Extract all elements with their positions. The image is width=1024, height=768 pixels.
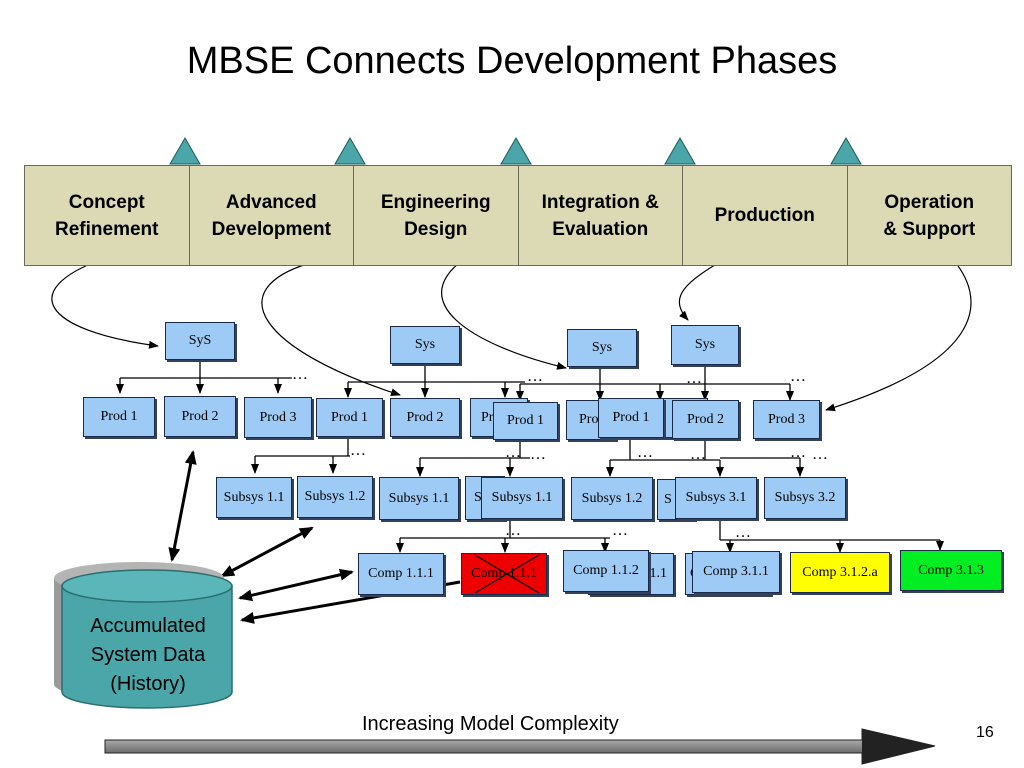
ellipsis: … (527, 368, 544, 385)
db-link-arrow (220, 526, 314, 578)
database-icon (54, 562, 233, 709)
complexity-label: Increasing Model Complexity (362, 713, 619, 735)
product-box: Prod 1 (83, 397, 155, 437)
ellipsis: … (292, 366, 309, 383)
system-box: SyS (165, 322, 235, 360)
ellipsis: … (790, 444, 807, 461)
subsystem-box: Subsys 3.2 (764, 477, 846, 519)
ellipsis: … (686, 370, 703, 387)
phase-production: Production (683, 166, 848, 265)
phase-operation-support: Operation & Support (883, 191, 976, 240)
ellipsis: … (505, 444, 522, 461)
ellipsis: … (812, 446, 829, 463)
product-box: Prod 2 (390, 398, 460, 437)
product-box: Prod 1 (316, 398, 383, 437)
product-box: Prod 3 (244, 397, 312, 438)
phase-arrow (51, 259, 159, 349)
product-box: Prod 3 (753, 400, 820, 439)
component-box-obsolete: Comp 1.1.1 (461, 553, 547, 595)
subsystem-box: Subsys 1.1 (481, 477, 563, 519)
component-box-new: Comp 3.1.2.a (790, 552, 890, 593)
ellipsis: … (690, 446, 707, 463)
db-link-arrow (238, 568, 354, 602)
system-box: Sys (567, 329, 637, 367)
db-link-arrow (168, 450, 197, 562)
product-box: Prod 2 (164, 396, 236, 437)
component-box-added: Comp 3.1.3 (900, 550, 1002, 591)
component-box: Comp 1.1.1 (358, 553, 444, 595)
phase-arrow (261, 262, 401, 397)
ellipsis: … (637, 444, 654, 461)
ellipsis: … (735, 524, 752, 541)
subsystem-box: Subsys 1.2 (571, 477, 653, 520)
phase-advanced-development: Advanced Development (190, 166, 354, 265)
phase-bar: Concept Refinement Advanced Development … (24, 165, 1012, 266)
component-box: Comp 3.1.1 (692, 551, 780, 593)
page-number: 16 (976, 724, 994, 741)
milestone-triangle (169, 136, 201, 165)
ellipsis: … (505, 522, 522, 539)
phase-integration-evaluation: Integration & Evaluation (519, 166, 683, 265)
ellipsis: … (612, 522, 629, 539)
database-label: Accumulated System Data (History) (90, 615, 206, 695)
phase-arrow (441, 254, 567, 370)
milestone-triangle (830, 136, 862, 165)
ellipsis: … (530, 446, 547, 463)
phase-concept-refinement: Concept Refinement (25, 166, 190, 265)
subsystem-box: Subsys 1.1 (379, 477, 459, 520)
product-box: Prod 2 (672, 400, 739, 439)
product-box: Prod 1 (598, 398, 664, 438)
subsystem-box: Subsys 1.1 (216, 477, 292, 518)
milestone-triangle (500, 136, 532, 165)
ellipsis: … (350, 442, 367, 459)
component-box: Comp 1.1.2 (563, 550, 649, 592)
subsystem-box: Subsys 3.1 (675, 477, 757, 519)
milestone-triangle (664, 136, 696, 165)
slide-title: MBSE Connects Development Phases (186, 40, 838, 82)
subsystem-box: Subsys 1.2 (297, 476, 373, 518)
product-box: Prod 1 (493, 402, 558, 440)
system-box: Sys (390, 326, 460, 364)
phase-engineering-design: Engineering Design (354, 166, 519, 265)
system-box: Sys (671, 325, 739, 365)
ellipsis: … (790, 368, 807, 385)
cross-out-icon (474, 554, 540, 594)
milestone-triangle (334, 136, 366, 165)
phase-arrow (678, 261, 721, 321)
phase-arrow (825, 255, 972, 412)
